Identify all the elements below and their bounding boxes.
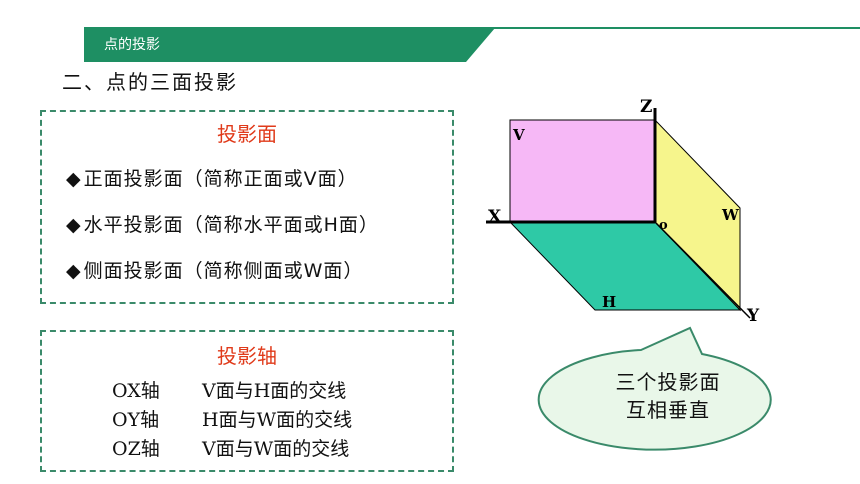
- callout-text: 三个投影面 互相垂直: [615, 370, 721, 422]
- header-band: [84, 28, 495, 62]
- axis-desc: V面与H面的交线: [202, 380, 347, 402]
- label-v: V: [512, 126, 525, 144]
- plane-item-w: ◆侧面投影面（简称侧面或W面）: [66, 260, 364, 282]
- label-w: W: [721, 206, 740, 224]
- label-y: Y: [746, 306, 760, 326]
- axis-row-ox: OX轴 V面与H面的交线: [112, 376, 346, 403]
- diamond-bullet-icon: ◆: [66, 214, 82, 236]
- callout-bubble: [537, 326, 772, 451]
- projection-planes-box: 投影面 ◆正面投影面（简称正面或V面） ◆水平投影面（简称水平面或H面） ◆侧面…: [40, 110, 454, 304]
- section-title: 二、点的三面投影: [62, 70, 238, 94]
- label-x: X: [488, 207, 502, 227]
- plane-item-v: ◆正面投影面（简称正面或V面）: [66, 168, 358, 190]
- axis-row-oy: OY轴 H面与W面的交线: [112, 405, 352, 432]
- label-o: o: [659, 218, 668, 233]
- axis-name: OX轴: [112, 380, 160, 402]
- projection-axes-box: 投影轴 OX轴 V面与H面的交线 OY轴 H面与W面的交线 OZ轴 V面与W面的交线: [40, 330, 454, 472]
- axis-name: OY轴: [112, 409, 160, 431]
- axis-desc: H面与W面的交线: [202, 409, 353, 431]
- header-title: 点的投影: [104, 37, 160, 53]
- plane-item-h: ◆水平投影面（简称水平面或H面）: [66, 214, 379, 236]
- axes-heading: 投影轴: [217, 344, 277, 368]
- diamond-bullet-icon: ◆: [66, 168, 82, 190]
- y-axis: [654, 221, 751, 319]
- axis-row-oz: OZ轴 V面与W面的交线: [112, 434, 349, 461]
- header-bar: [84, 27, 860, 62]
- label-z: Z: [640, 97, 652, 117]
- axis-desc: V面与W面的交线: [202, 438, 350, 460]
- planes-heading: 投影面: [217, 122, 277, 146]
- label-h: H: [602, 293, 616, 311]
- diamond-bullet-icon: ◆: [66, 260, 82, 282]
- axis-name: OZ轴: [112, 438, 160, 460]
- v-plane: [509, 119, 656, 223]
